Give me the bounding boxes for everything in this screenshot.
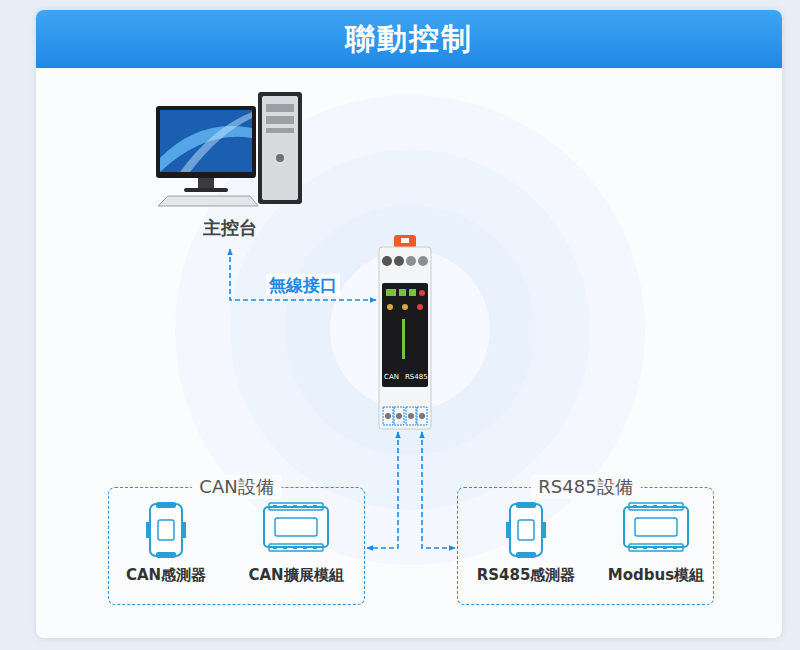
dashed-connector — [367, 432, 398, 548]
device-node: Modbus模組 — [601, 502, 711, 594]
device-node: CAN擴展模組 — [241, 502, 351, 594]
gateway-illustration — [378, 235, 432, 434]
device-group-box: CAN設備CAN感測器CAN擴展模組 — [108, 487, 365, 605]
module-icon — [621, 502, 691, 556]
node-label: CAN感測器 — [111, 566, 221, 585]
node-label: Modbus模組 — [601, 566, 711, 585]
node-label: 主控台 — [150, 216, 310, 240]
device-node: RS485感測器 — [471, 502, 581, 594]
module-icon — [261, 502, 331, 556]
port-label: CAN — [384, 373, 399, 381]
group-heading: CAN設備 — [191, 475, 281, 499]
computer-illustration — [150, 88, 310, 217]
group-heading: RS485設備 — [530, 475, 640, 499]
port-label: RS485 — [405, 373, 428, 381]
dashed-connector — [230, 249, 376, 300]
console-node: 主控台 — [150, 88, 310, 245]
node-label: RS485感測器 — [471, 566, 581, 585]
node-label: CAN擴展模組 — [241, 566, 351, 585]
device-node: CAN感測器 — [111, 502, 221, 594]
sensor-icon — [144, 502, 188, 562]
gateway-module: CAN RS485 — [378, 235, 432, 430]
device-group-box: RS485設備RS485感測器Modbus模組 — [457, 487, 714, 605]
diagram-title: 聯動控制 — [36, 10, 782, 68]
sensor-icon — [504, 502, 548, 562]
edge-label: 無線接口 — [266, 274, 340, 296]
dashed-connector — [422, 432, 455, 548]
